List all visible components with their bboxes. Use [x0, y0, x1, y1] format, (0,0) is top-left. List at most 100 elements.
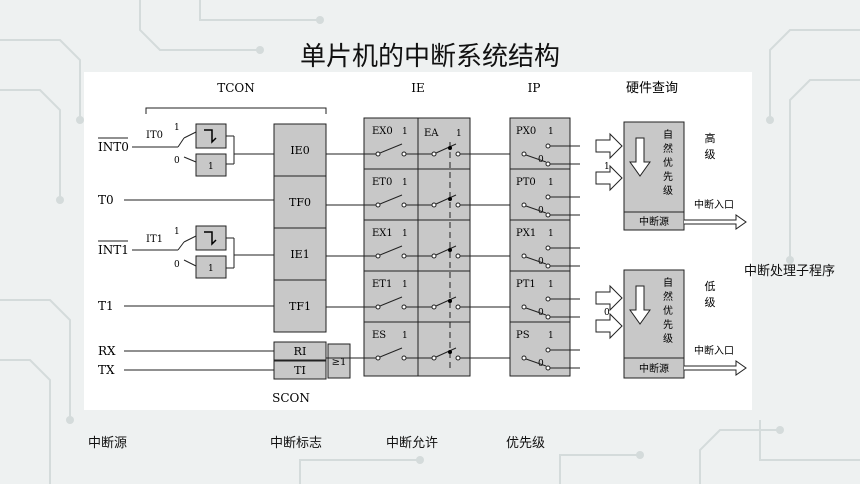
- ea-contact-1: [455, 202, 461, 208]
- ea-switch-2: [435, 245, 457, 256]
- caption-flag: 中断标志: [270, 436, 323, 451]
- low-natural-0: 自: [663, 276, 673, 289]
- interrupt-structure-diagram: TCON IE IP 硬件查询 SCON INT0 T0 INT1 T1 RX …: [98, 81, 747, 405]
- low-src-label: 中断源: [639, 362, 669, 375]
- it0-down: [183, 156, 197, 163]
- enable-one-2: 1: [402, 229, 408, 239]
- low-query-box: [623, 269, 685, 379]
- ea-pivot-0: [431, 151, 437, 157]
- prio-label-2: PX1: [516, 228, 536, 239]
- prio-high-contact-2: [545, 245, 551, 251]
- flag-tf1-box: [273, 279, 327, 333]
- high-natural-4: 级: [663, 185, 673, 197]
- prio-pivot-1: [521, 202, 527, 208]
- low-label-0: 低: [705, 280, 716, 293]
- it1-up: [183, 235, 197, 243]
- high-label-1: 级: [705, 148, 716, 161]
- flag-ti-box: [273, 360, 327, 380]
- enable-label-3: ET1: [372, 279, 392, 290]
- flag-ie0-box: [273, 123, 327, 177]
- low-input-arrow: [595, 284, 623, 340]
- flag-tf0: TF0: [289, 196, 311, 209]
- isr-label: 中断处理子程序: [744, 264, 836, 279]
- low-natural-3: 先: [663, 319, 673, 331]
- flag-ri: RI: [294, 345, 307, 358]
- prio-one-1: 1: [548, 178, 554, 188]
- prio-low-contact-4: [545, 365, 551, 371]
- prio-low-contact-3: [545, 314, 551, 320]
- ie-column: [363, 117, 471, 377]
- page-title: 单片机的中断系统结构: [299, 42, 560, 72]
- prio-pivot-0: [521, 151, 527, 157]
- prio-switch-1: [525, 205, 547, 214]
- ea-pivot-2: [431, 253, 437, 259]
- ea-contact-4: [455, 355, 461, 361]
- ea-one: 1: [456, 129, 462, 139]
- enable-label-2: EX1: [372, 228, 393, 239]
- tcon-brace: [145, 107, 327, 114]
- high-input-arrow: [595, 132, 623, 192]
- low-down-arrow-icon: [629, 285, 651, 325]
- ea-link-dot-3: [448, 299, 452, 303]
- it0-edge-box: [195, 123, 227, 149]
- prio-label-3: PT1: [516, 279, 536, 290]
- it1-down: [183, 259, 197, 267]
- low-label-1: 级: [705, 296, 716, 309]
- it1-edge-box: [195, 225, 227, 251]
- enable-switch-2: [379, 245, 403, 256]
- enable-one-0: 1: [402, 127, 408, 137]
- prio-high-contact-0: [545, 143, 551, 149]
- low-zero: 0: [604, 308, 610, 318]
- prio-one-3: 1: [548, 280, 554, 290]
- high-natural-1: 然: [663, 142, 673, 155]
- high-natural-2: 优: [663, 156, 673, 169]
- high-natural-3: 先: [663, 171, 673, 183]
- enable-label-4: ES: [372, 330, 386, 341]
- flag-ie1: IE1: [290, 248, 309, 261]
- enable-pivot-3: [375, 304, 381, 310]
- enable-pivot-1: [375, 202, 381, 208]
- high-entry-label: 中断入口: [694, 198, 734, 211]
- it1-level-box: [195, 255, 227, 279]
- diagram-panel: TCON IE IP 硬件查询 SCON INT0 T0 INT1 T1 RX …: [84, 72, 752, 410]
- it1-zero: 0: [174, 260, 180, 270]
- enable-switch-4: [379, 347, 403, 358]
- enable-pivot-0: [375, 151, 381, 157]
- prio-high-contact-1: [545, 194, 551, 200]
- tcon-label: TCON: [217, 81, 255, 95]
- enable-one-4: 1: [402, 331, 408, 341]
- caption-enable: 中断允许: [386, 436, 439, 451]
- prio-switch-2: [525, 256, 547, 265]
- prio-pivot-2: [521, 253, 527, 259]
- input-int0: INT0: [98, 140, 129, 154]
- flag-ie0: IE0: [290, 144, 309, 157]
- high-natural-0: 自: [663, 128, 673, 141]
- ea-link-dot-1: [448, 197, 452, 201]
- prio-pivot-3: [521, 304, 527, 310]
- it1-label: IT1: [146, 234, 163, 245]
- low-entry-label: 中断入口: [694, 344, 734, 357]
- it0-zero: 0: [174, 156, 180, 166]
- enable-contact-1: [401, 202, 407, 208]
- it0-switch: [177, 137, 185, 148]
- it0-up: [183, 131, 197, 139]
- prio-switch-0: [525, 154, 547, 163]
- ea-label: EA: [424, 128, 439, 139]
- it0-level-one: 1: [208, 162, 214, 172]
- prio-one-4: 1: [548, 331, 554, 341]
- enable-switch-1: [379, 194, 403, 205]
- high-entry-arrow: [684, 214, 747, 230]
- enable-switch-3: [379, 296, 403, 307]
- input-t1: T1: [98, 299, 114, 313]
- ea-contact-0: [455, 151, 461, 157]
- input-rx: RX: [98, 344, 116, 358]
- ea-pivot-3: [431, 304, 437, 310]
- prio-low-contact-2: [545, 263, 551, 269]
- caption-priority: 优先级: [506, 436, 546, 451]
- it0-level-box: [195, 153, 227, 177]
- prio-label-0: PX0: [516, 126, 536, 137]
- flag-ri-box: [273, 341, 327, 361]
- ea-switch-3: [435, 296, 457, 307]
- ip-column: [509, 117, 571, 377]
